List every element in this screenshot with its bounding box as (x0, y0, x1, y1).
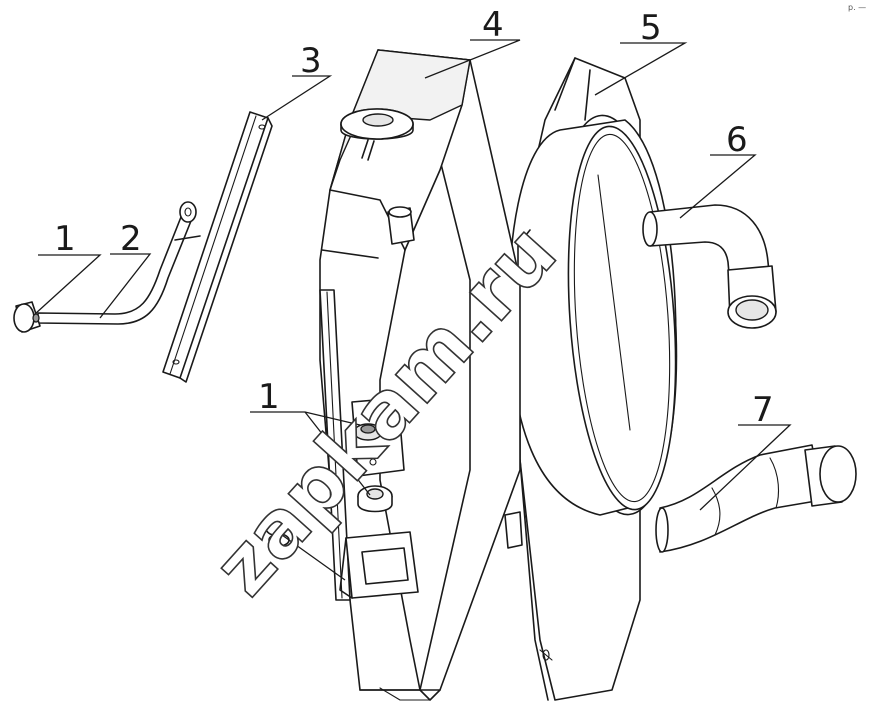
part-1-plug (13, 301, 41, 333)
callout-4-radiator: 4 (482, 5, 504, 45)
filler-cap (340, 108, 414, 161)
lower-mounting-bracket (265, 397, 419, 599)
part-2-pipe (37, 201, 201, 325)
callout-7-lower-hose: 7 (752, 390, 774, 430)
callout-labels: 1 2 3 4 5 6 7 1 (54, 5, 774, 430)
callout-3-side-bar: 3 (300, 41, 322, 81)
callout-1-bushing: 1 (258, 377, 280, 417)
part-6-upper-hose (642, 204, 777, 329)
part-4-radiator (319, 49, 523, 701)
part-7-lower-hose (655, 444, 857, 553)
callout-6-upper-hose: 6 (726, 120, 748, 160)
corner-mark: p. — (848, 3, 866, 12)
callout-1-plug: 1 (54, 219, 76, 259)
part-5-fan-shroud (508, 57, 678, 701)
part-3-side-bar (162, 111, 273, 383)
leader-lines (34, 39, 792, 581)
callout-5-fan-shroud: 5 (640, 8, 662, 48)
callout-2-pipe: 2 (120, 219, 142, 259)
